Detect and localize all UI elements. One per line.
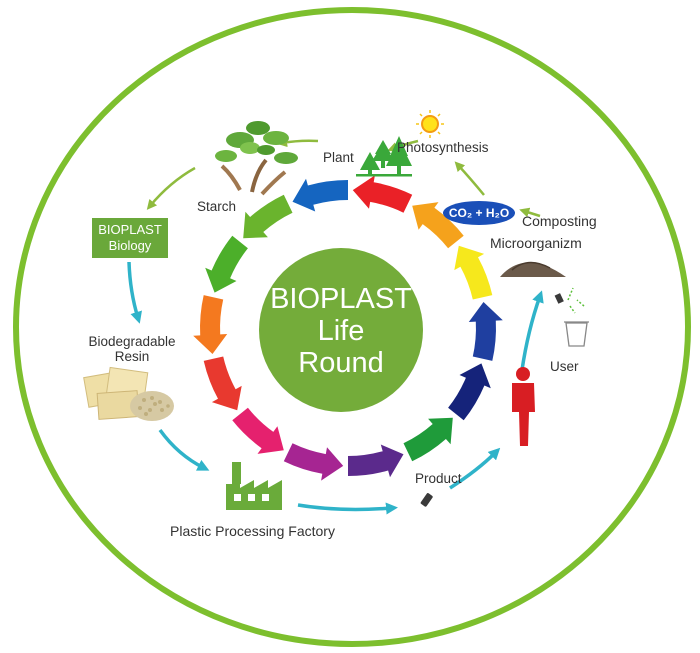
cycle-arrow-segment-2 bbox=[243, 194, 293, 239]
factory-icon bbox=[226, 462, 282, 510]
resin-label: Biodegradable Resin bbox=[84, 334, 180, 364]
cassava-plant-icon bbox=[215, 121, 298, 196]
flow-arrow-product-to-user bbox=[449, 447, 501, 490]
flow-arrow-biology-to-resin bbox=[127, 261, 142, 324]
center-title-line2: Life bbox=[317, 315, 365, 347]
flow-arrow-starch-to-biology bbox=[146, 166, 196, 210]
starch-label: Starch bbox=[197, 199, 237, 214]
photosynthesis-label: Photosynthesis bbox=[397, 140, 489, 155]
center-title-line3: Round bbox=[298, 347, 384, 379]
cycle-arrow-segment-8 bbox=[348, 444, 404, 478]
product-item-icon bbox=[420, 493, 433, 507]
cycle-arrow-segment-5 bbox=[203, 356, 242, 411]
composting-label: Composting bbox=[522, 213, 597, 229]
cycle-arrow-segment-12 bbox=[454, 245, 493, 300]
center-circle bbox=[259, 248, 423, 412]
cycle-arrow-segment-3 bbox=[205, 235, 248, 293]
flow-arrow-user-to-composting bbox=[520, 290, 544, 371]
biology-box-label: BIOPLAST Biology bbox=[92, 218, 168, 258]
factory-label: Plastic Processing Factory bbox=[170, 523, 335, 539]
flow-arrow-resin-to-factory bbox=[158, 428, 210, 471]
cycle-arrow-segment-6 bbox=[232, 407, 284, 454]
biology-label-line1: BIOPLAST bbox=[98, 222, 162, 237]
cycle-arrow-segment-13 bbox=[412, 202, 464, 249]
plant-label: Plant bbox=[323, 150, 354, 165]
soil-pile-icon bbox=[500, 261, 566, 277]
cycle-arrow-segment-1 bbox=[292, 178, 348, 212]
sun-icon bbox=[416, 110, 444, 138]
cycle-arrow-segment-4 bbox=[193, 295, 228, 354]
resin-bags-icon bbox=[83, 366, 174, 421]
cycle-arrow-segment-11 bbox=[468, 302, 503, 361]
resin-label-line1: Biodegradable bbox=[88, 334, 176, 349]
biology-label-line2: Biology bbox=[108, 238, 152, 253]
cycle-arrow-segment-9 bbox=[403, 417, 453, 462]
flow-arrow-composting-to-co2 bbox=[519, 207, 541, 218]
compost-bin-icon bbox=[554, 287, 589, 347]
product-label: Product bbox=[415, 471, 462, 486]
user-person-icon bbox=[512, 367, 535, 446]
co2-oval bbox=[443, 201, 515, 225]
cycle-ring bbox=[193, 175, 503, 481]
resin-label-line2: Resin bbox=[114, 349, 150, 364]
cycle-arrow-segment-7 bbox=[283, 443, 344, 481]
flow-arrow-factory-to-product bbox=[297, 502, 398, 515]
trees-icon bbox=[356, 136, 412, 177]
biology-box bbox=[92, 218, 168, 258]
center-title-line1: BIOPLAST bbox=[270, 283, 412, 315]
user-label: User bbox=[550, 359, 579, 374]
cycle-arrow-segment-14 bbox=[352, 175, 413, 213]
flow-arrow-co2-to-photosynthesis bbox=[454, 161, 485, 196]
center-title: BIOPLAST Life Round bbox=[263, 283, 419, 379]
outer-ring bbox=[13, 7, 691, 647]
co2-label: CO₂ + H₂O bbox=[448, 206, 510, 220]
cycle-arrow-segment-10 bbox=[448, 363, 491, 421]
microorganism-label: Microorganizm bbox=[490, 235, 582, 251]
